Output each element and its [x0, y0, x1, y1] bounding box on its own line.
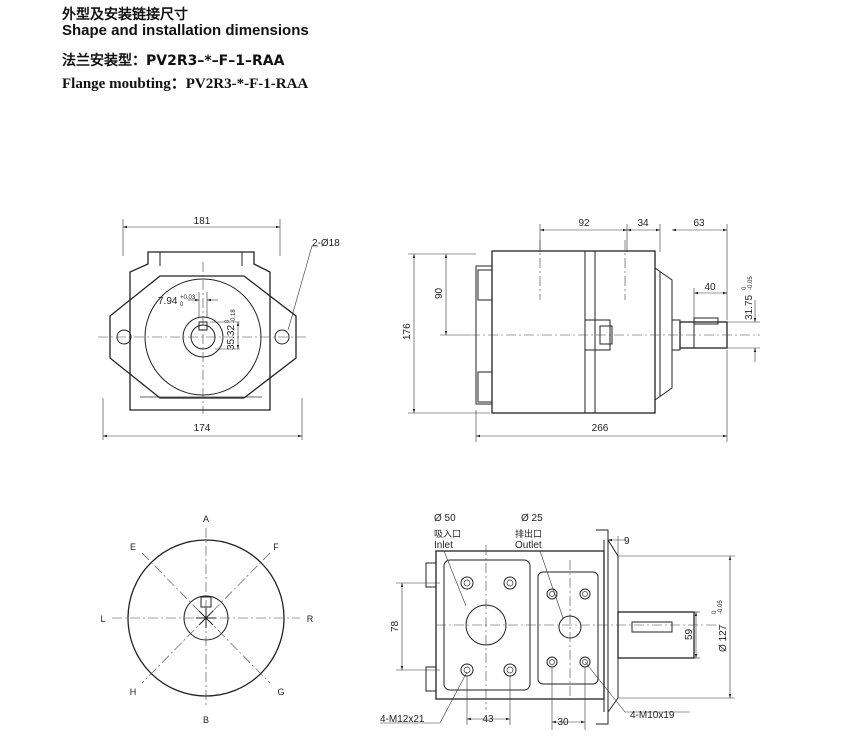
- rot-label-r: R: [307, 614, 314, 624]
- key-height: 35.32: [226, 325, 237, 350]
- outlet-label-en: Outlet: [515, 540, 542, 551]
- mount-type-en: Flange moubting：PV2R3-*-F-1-RAA: [62, 76, 309, 92]
- rot-label-l: L: [100, 614, 105, 624]
- rot-label-e: E: [130, 542, 136, 552]
- dim-59: 59: [684, 628, 695, 640]
- dim-34: 34: [637, 218, 649, 229]
- outlet-label-cn: 排出口: [515, 528, 542, 540]
- dim-40: 40: [704, 282, 716, 293]
- rot-label-b: B: [203, 715, 209, 725]
- pilot-dia: Ø 127: [718, 624, 729, 652]
- rot-label-h: H: [130, 687, 137, 697]
- inlet-label-cn: 吸入口: [434, 529, 461, 540]
- dim-174: 174: [194, 423, 211, 434]
- rotation-view: A F R G B H L E: [100, 514, 313, 725]
- shaft-dia: 31.75: [744, 295, 755, 320]
- dim-176: 176: [402, 323, 413, 340]
- pilot-tol-up: 0: [712, 610, 718, 614]
- dim-43: 43: [482, 714, 494, 725]
- rot-label-g: G: [277, 687, 284, 697]
- dim-92: 92: [578, 218, 590, 229]
- rot-label-f: F: [273, 542, 279, 552]
- dim-90: 90: [434, 287, 445, 299]
- key-width-tol-up: +0.03: [180, 295, 196, 301]
- key-width-tol-lo: 0: [180, 302, 184, 308]
- dim-63: 63: [693, 218, 705, 229]
- thread-inlet: 4-M12x21: [380, 714, 425, 725]
- rot-label-a: A: [203, 514, 209, 524]
- key-height-tol-up: 0: [225, 319, 231, 323]
- title-en: Shape and installation dimensions: [62, 22, 309, 39]
- pilot-tol-lo: -0.05: [718, 600, 724, 614]
- dim-30: 30: [557, 717, 569, 728]
- inlet-label-en: Inlet: [434, 540, 453, 551]
- mount-type-cn: 法兰安装型：PV2R3–*–F–1–RAA: [62, 53, 285, 69]
- thread-outlet: 4-M10x19: [630, 710, 675, 721]
- key-width: 7.94: [158, 296, 178, 307]
- dim-9: 9: [624, 536, 630, 547]
- key-height-tol-lo: -0.18: [231, 309, 237, 323]
- dim-78: 78: [390, 620, 401, 632]
- shaft-tol-lo: -0.05: [748, 276, 754, 290]
- title-cn: 外型及安装链接尺寸: [62, 7, 188, 23]
- outlet-dia: Ø 25: [521, 513, 543, 524]
- front-view: 181 174 2-Ø18 7.94 +0.03 0 35.32 0 -0.18: [98, 216, 340, 440]
- port-view: Ø 50 吸入口 Inlet Ø 25 排出口 Outlet 9 78 59 Ø…: [380, 513, 735, 730]
- inlet-dia: Ø 50: [434, 513, 456, 524]
- dim-266: 266: [592, 423, 609, 434]
- dim-181: 181: [194, 216, 211, 227]
- shaft-tol-up: 0: [742, 286, 748, 290]
- hole-label: 2-Ø18: [312, 238, 340, 249]
- side-view: 92 34 63 40 90 176 266 31.75 0 -0.05: [402, 218, 760, 442]
